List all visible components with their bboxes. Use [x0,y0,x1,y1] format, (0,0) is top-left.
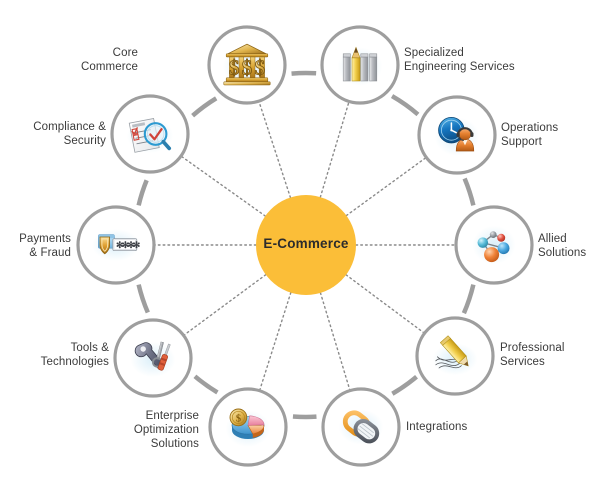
ring-arc-segment [136,179,149,206]
svg-text:$: $ [242,57,252,80]
node-label-payments-fraud: Payments & Fraud [19,233,71,259]
node-label-core-commerce: Core Commerce [80,47,138,73]
spoke-line-core-commerce [258,101,292,199]
molecule-network-icon [472,225,516,265]
node-label-allied-solutions: Allied Solutions [538,233,587,259]
wrench-screwdriver-icon [130,341,176,378]
svg-text:$: $ [229,57,239,80]
pie-chart-coin-icon: $ [225,408,271,447]
ring-arc-segment [193,374,219,395]
node-label-enterprise-optimization-solutions: Enterprise Optimization Solutions [133,410,199,450]
svg-text:✻: ✻ [122,240,129,250]
spoke-lines [154,101,456,391]
ring-arc-segment [390,94,420,117]
svg-text:$: $ [236,413,241,424]
outer-ring [136,70,476,420]
svg-text:✻: ✻ [127,240,134,250]
pencils-icon [337,46,383,86]
ring-arc-segment [191,96,218,118]
svg-text:✻: ✻ [116,240,123,250]
spoke-line-integrations [319,292,351,391]
spoke-line-professional-services [345,274,425,334]
node-label-tools-technologies: Tools & Technologies [40,342,109,368]
spoke-line-enterprise-optimization-solutions [259,291,292,391]
checklist-magnifier-icon [126,118,174,154]
spoke-line-operations-support [345,157,427,217]
spoke-line-compliance-security [181,155,266,217]
spoke-line-tools-technologies [183,274,267,336]
ring-arc-segment [291,70,317,76]
svg-text:$: $ [255,57,265,80]
clock-support-agent-icon [434,116,480,156]
node-label-integrations: Integrations [406,421,468,433]
node-label-compliance-security: Compliance & Security [33,121,106,147]
ring-arc-segment [461,284,476,315]
chain-links-icon [338,409,384,445]
hub-node[interactable] [256,195,356,295]
shield-password-icon: ✻✻✻✻ [92,229,140,261]
bank-dollars-icon: $$$ [223,43,271,88]
node-label-professional-services: Professional Services [500,342,565,368]
pencil-signature-icon [432,335,478,376]
node-icons: $$$ [92,43,516,447]
node-label-operations-support: Operations Support [501,122,559,148]
hub-label: E-Commerce [263,236,349,251]
hub-circle[interactable] [256,195,356,295]
node-label-specialized-engineering-services: Specialized Engineering Services [404,47,515,73]
ring-arc-segment [136,284,150,314]
spoke-line-specialized-engineering-services [319,101,350,198]
svg-text:✻: ✻ [133,240,140,250]
ring-arc-segment [462,177,476,206]
ring-arc-segment [391,375,418,396]
